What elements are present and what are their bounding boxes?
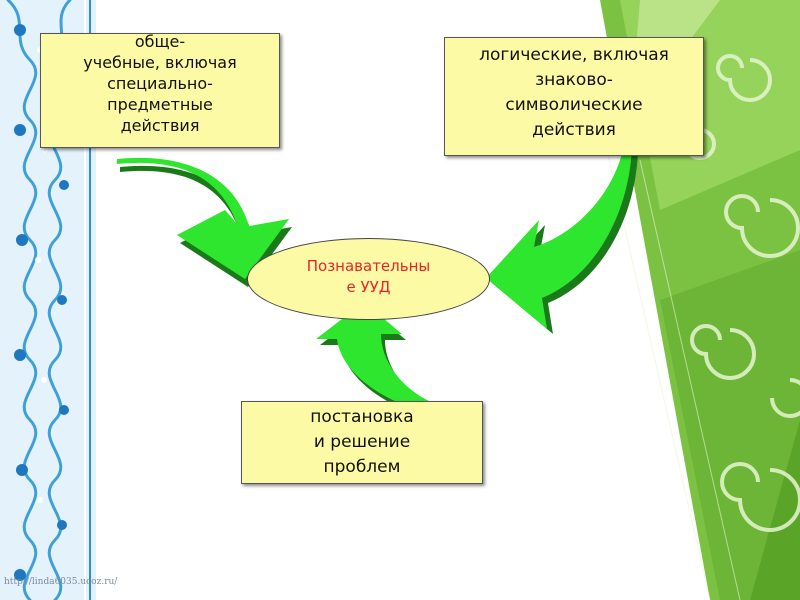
center-line-1: Познавательны <box>306 257 431 275</box>
box-general-line-2: учебные, включая <box>83 53 237 72</box>
box-logical: логические, включая знаково- символическ… <box>444 37 704 156</box>
box-general-line-4: предметные <box>107 95 213 114</box>
box-problem-line-1: постановка <box>310 407 414 427</box>
box-logical-line-2: знаково- <box>535 70 613 90</box>
arrow-left-icon <box>117 157 292 287</box>
box-logical-line-4: действия <box>532 120 616 140</box>
box-problem-line-2: и решение <box>313 432 411 452</box>
box-general-educational: обще- учебные, включая специально- предм… <box>40 32 280 148</box>
watermark-url: http://linda6035.ucoz.ru/ <box>4 577 118 587</box>
box-logical-line-1: логические, включая <box>479 45 669 65</box>
box-general-line-1: обще- <box>134 32 186 51</box>
center-line-2: е УУД <box>346 278 391 296</box>
arrow-bottom-icon <box>316 302 445 420</box>
arrow-right-icon <box>486 145 638 334</box>
box-general-line-5: действия <box>120 116 200 135</box>
box-general-line-3: специально- <box>107 74 213 93</box>
box-problem-solving: постановка и решение проблем <box>241 401 483 484</box>
top-frame-strip <box>96 0 656 10</box>
box-logical-line-3: символические <box>505 95 643 115</box>
center-ellipse-cognitive-uud: Познавательны е УУД <box>247 238 490 320</box>
box-problem-line-3: проблем <box>323 457 401 477</box>
